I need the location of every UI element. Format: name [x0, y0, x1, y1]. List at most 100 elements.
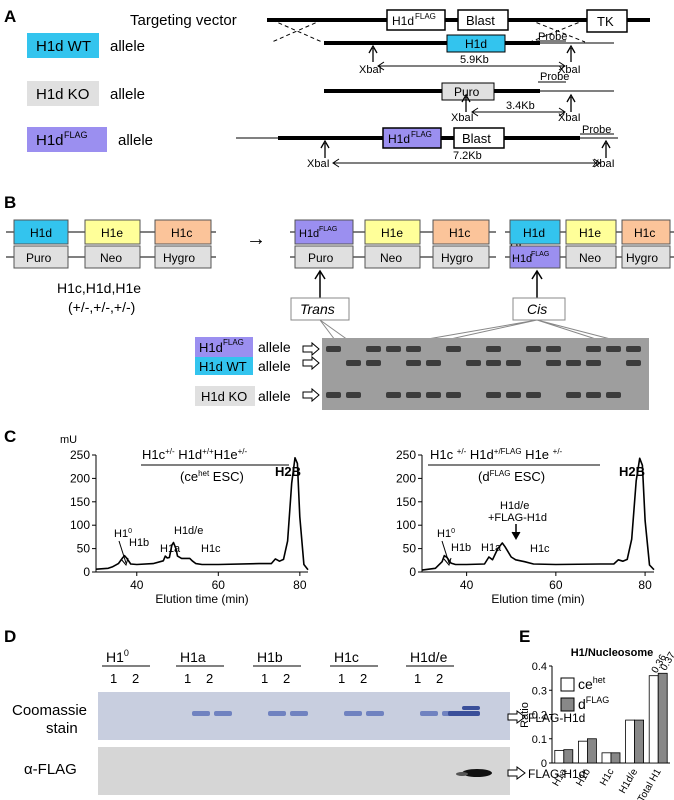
ko-allele-badge	[27, 81, 99, 106]
coomassie-flag-band	[462, 706, 480, 710]
transition-arrow: →	[246, 228, 266, 250]
ko-xbai1-head	[461, 93, 471, 103]
c-left-title: H1c+/- H1d+/+H1e+/-	[142, 447, 247, 462]
gel-band	[546, 360, 561, 366]
c-right-h1c: H1c	[530, 543, 550, 555]
wt-xbai2-head	[566, 44, 576, 54]
coomassie-band	[268, 711, 286, 716]
gel-band	[566, 392, 581, 398]
ko-xbai1: XbaI	[451, 112, 474, 124]
c-right-ytick-label: 150	[396, 495, 416, 509]
left-h1e-text: H1e	[101, 226, 123, 240]
gel-band	[606, 392, 621, 398]
panel-c-letter: C	[4, 427, 16, 446]
e-ytick-label: 0.1	[532, 734, 547, 746]
gel-band	[546, 346, 561, 352]
gel-band	[626, 346, 641, 352]
gel-band	[346, 392, 361, 398]
c-left-h1de: H1d/e	[174, 525, 203, 537]
gel-band	[446, 346, 461, 352]
wt-size-heads	[377, 61, 566, 71]
cis-label: Cis	[527, 301, 547, 317]
c-left-h1b: H1b	[129, 537, 149, 549]
left-puro-box	[13, 245, 69, 269]
c-left-xtick-label: 40	[130, 578, 144, 592]
c-right-xtick-label: 40	[460, 578, 474, 592]
c-left-xtick-label: 60	[212, 578, 226, 592]
ko-puro-box	[441, 82, 495, 101]
d-group-label: H1b	[257, 649, 283, 665]
d-lane-label: 1	[261, 671, 268, 686]
panel-b: B H1d H1e H1c Puro Neo Hygro H1c,H1d,H1e…	[4, 193, 674, 410]
c-right-xtick-label: 60	[549, 578, 563, 592]
c-left-ytick-label: 200	[70, 471, 90, 485]
coomassie-band	[214, 711, 232, 716]
gel-arrow-1	[302, 341, 320, 357]
c-left-ytick-label: 250	[70, 448, 90, 462]
gel-flag-word: allele	[258, 339, 291, 355]
trans-flag-sup: FLAG	[319, 226, 337, 233]
crossover-2	[271, 19, 323, 43]
flag-box-sup: FLAG	[411, 130, 432, 139]
trans-neo-box	[364, 245, 421, 269]
c-right-ytick-label: 200	[396, 471, 416, 485]
gel-band	[386, 346, 401, 352]
c-left-h10-pointer	[118, 540, 127, 564]
panel-a: A Targeting vector H1d FLAG Blast TK H1d…	[4, 7, 650, 170]
c-left-ytick-label: 50	[77, 542, 91, 556]
gel-band	[406, 392, 421, 398]
e-ytick-label: 0	[541, 758, 547, 770]
left-neo-text: Neo	[100, 251, 122, 265]
c-right-ytick-label: 50	[403, 542, 417, 556]
e-legend-label: cehet	[578, 675, 606, 692]
ko-puro-text: Puro	[454, 85, 480, 99]
gel-band	[346, 360, 361, 366]
gel-flag-badge	[195, 337, 253, 357]
flag-allele-label: H1d	[36, 132, 64, 149]
gel-band	[526, 392, 541, 398]
cis-h1dflag-box	[509, 245, 561, 269]
e-legend-sup: FLAG	[586, 695, 610, 705]
gel-wt-word: allele	[258, 358, 291, 374]
gel-band	[406, 346, 421, 352]
e-bar	[610, 752, 621, 764]
d-arrow-1	[507, 710, 526, 724]
ko-allele-label: H1d KO	[36, 86, 89, 103]
gel-band	[426, 360, 441, 366]
trans-callout-lines	[319, 319, 349, 341]
flag-xbai1: XbaI	[307, 158, 330, 170]
cis-h1e-box	[565, 219, 617, 245]
left-h1d-box	[13, 219, 69, 245]
d-lane-label: 2	[360, 671, 367, 686]
c-right-h1b: H1b	[451, 542, 471, 554]
trans-hygro-text: Hygro	[441, 251, 473, 265]
c-left-h10: H10	[114, 528, 132, 540]
gel-arrow-3	[302, 387, 320, 403]
wt-allele-label: H1d WT	[36, 38, 91, 55]
e-bar	[578, 740, 588, 764]
trans-puro-box	[294, 245, 354, 269]
gel-band	[466, 360, 481, 366]
d-group-label: H10	[106, 648, 129, 665]
gel-band	[326, 392, 341, 398]
c-right-ytick-label: 100	[396, 518, 416, 532]
d-arrow-label-2: FLAG-H1d	[528, 767, 585, 781]
flag-size-heads	[332, 158, 601, 168]
gel-band	[406, 360, 421, 366]
ko-size: 3.4Kb	[506, 100, 535, 112]
gel-band	[566, 360, 581, 366]
gel-band	[506, 360, 521, 366]
c-right-h1de: H1d/e	[500, 500, 529, 512]
wt-xbai1-head	[368, 44, 378, 54]
e-data-label: 0.37	[659, 650, 674, 673]
d-lane-label: 1	[414, 671, 421, 686]
gel-band	[606, 346, 621, 352]
gel-band	[586, 360, 601, 366]
left-hygro-box	[154, 245, 212, 269]
trans-h1e-box	[364, 219, 421, 245]
wt-xbai1: XbaI	[359, 64, 382, 76]
cis-neo-box	[565, 245, 617, 269]
trans-h1c-box	[432, 219, 490, 245]
e-bar	[634, 719, 644, 764]
